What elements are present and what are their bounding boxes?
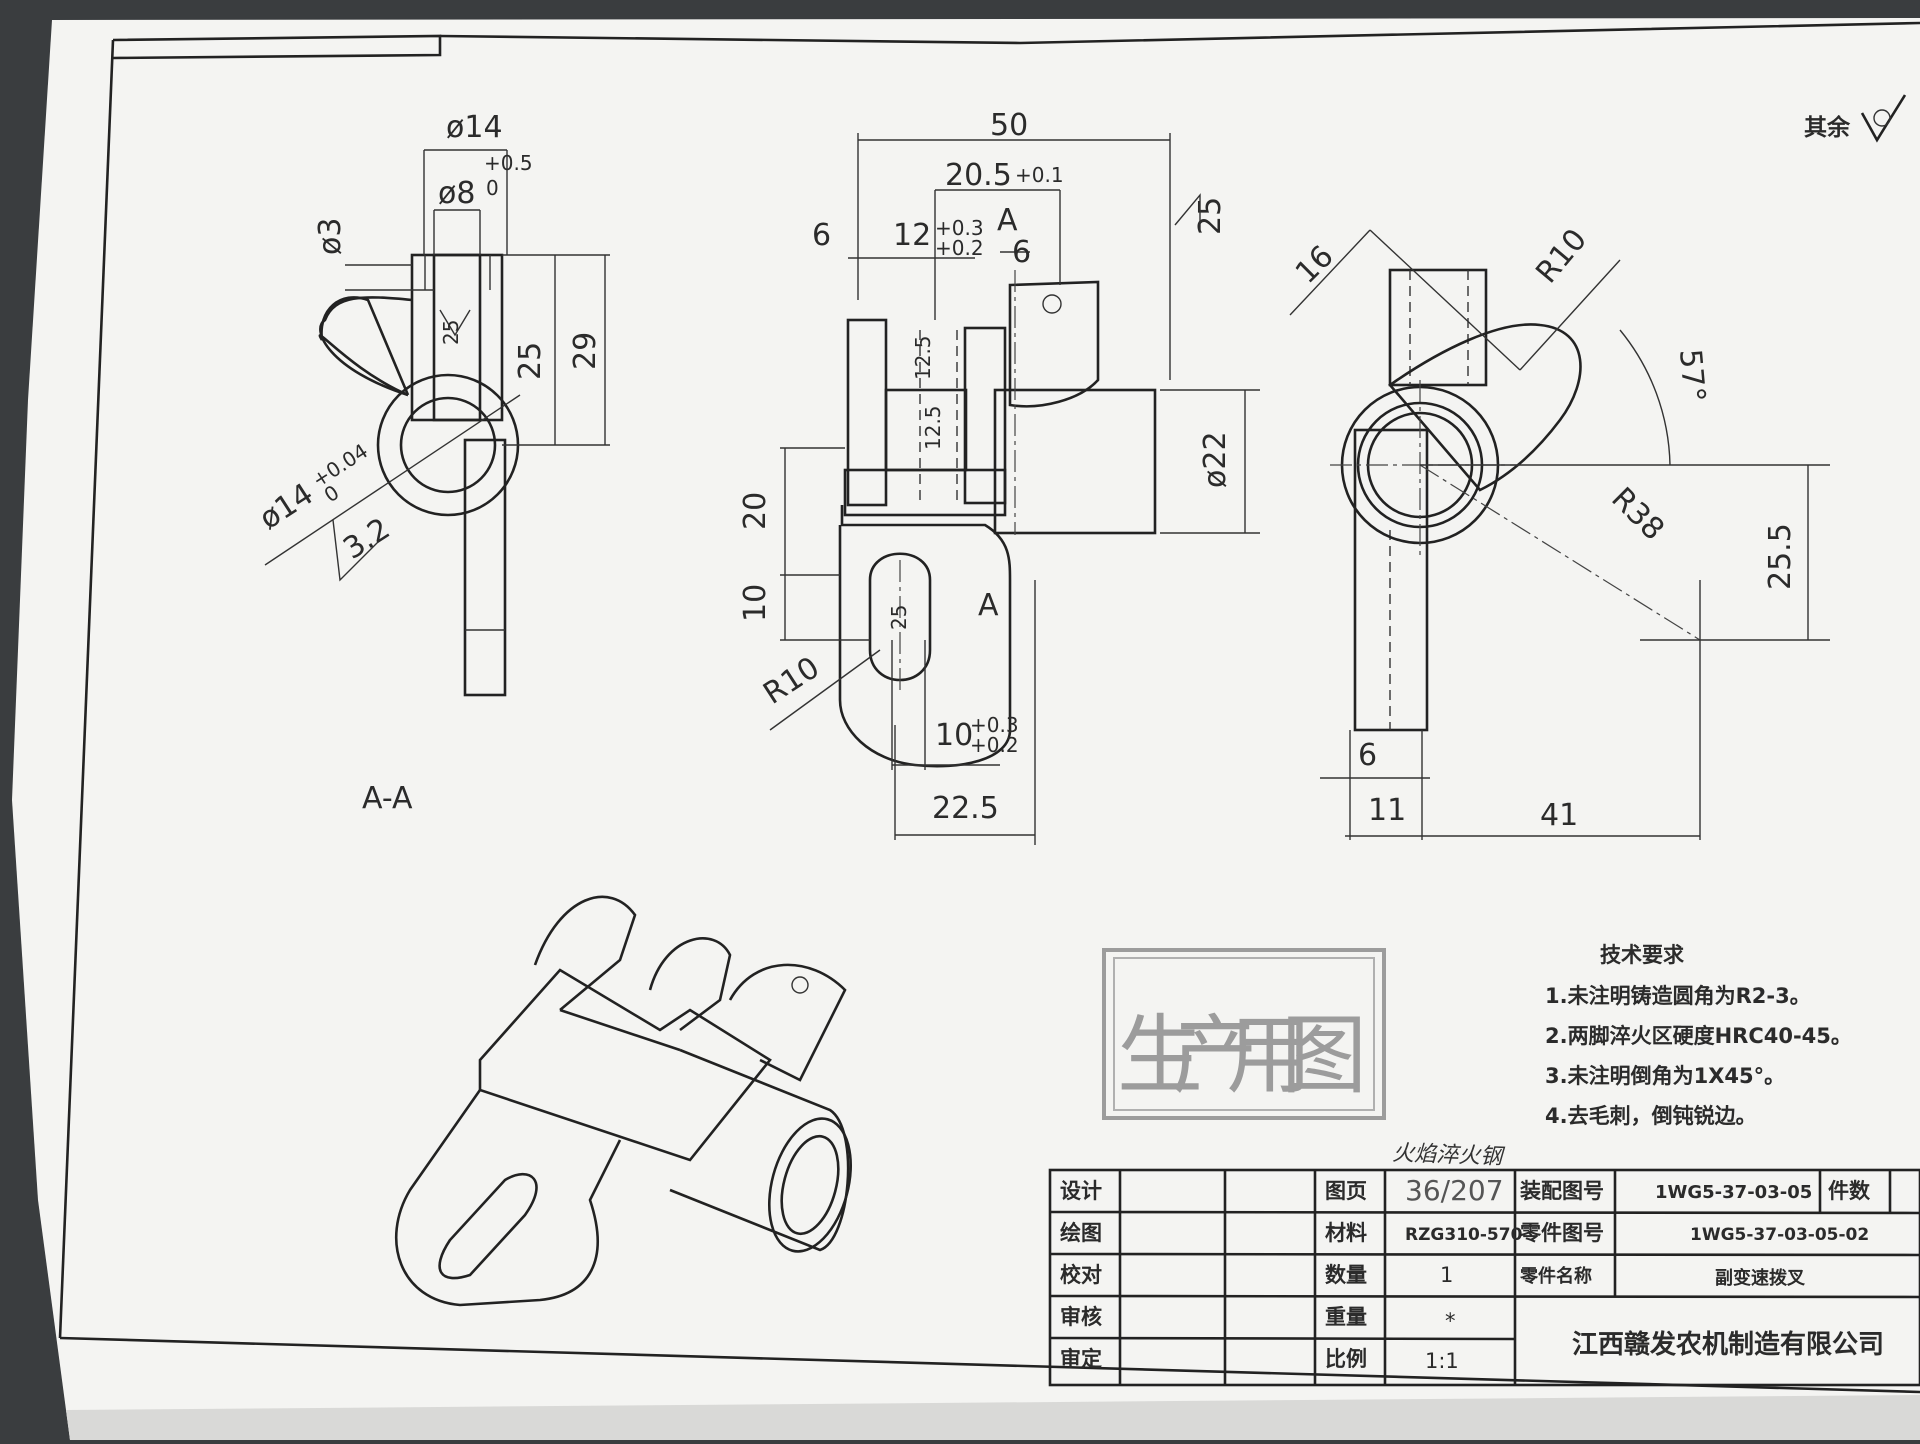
note-1: 1.未注明铸造圆角为R2-3。 (1545, 984, 1811, 1008)
part-name-label: 零件名称 (1519, 1265, 1592, 1287)
dim-w6-left: 6 (812, 218, 831, 253)
handwritten-note: 火焰淬火钢 (1392, 1141, 1506, 1170)
role-check: 校对 (1060, 1263, 1102, 1287)
role-review: 审核 (1060, 1305, 1102, 1329)
dim-h10: 10 (738, 584, 773, 622)
rough-25-slot: 25 (887, 605, 911, 630)
dim-w6-right: 6 (1012, 235, 1031, 270)
dim-w12: 12 (893, 218, 931, 253)
front-hub (993, 388, 1157, 535)
dim-w11: 11 (1368, 793, 1406, 828)
iso-hub-end (767, 1117, 853, 1253)
dim-ang57: 57° (1672, 348, 1712, 404)
dim-w20-5: 20.5 (945, 158, 1012, 193)
dim-w12-tol-lower: +0.2 (935, 236, 984, 260)
note-3: 3.未注明倒角为1X45°。 (1545, 1064, 1785, 1088)
front-base (843, 468, 1007, 517)
dim-w12-tol-upper: +0.3 (935, 216, 984, 240)
isometric-view (394, 895, 853, 1307)
role-design: 设计 (1060, 1179, 1102, 1203)
section-lower-arm (463, 438, 507, 697)
iso-body (478, 968, 772, 1162)
production-stamp: 生产用图 (1102, 948, 1386, 1120)
iso-pin-arm (728, 963, 847, 1082)
qty-label: 数量 (1325, 1263, 1367, 1287)
note-2: 2.两脚淬火区硬度HRC40-45。 (1545, 1024, 1852, 1048)
dim-h25: 25 (513, 342, 548, 380)
dim-w20-5-tol: +0.1 (1015, 163, 1064, 187)
paper-shadow (66, 1395, 1920, 1440)
dim-d14-top: ø14 (446, 110, 503, 145)
paper-sheet (12, 18, 1920, 1440)
weight-value: * (1445, 1309, 1456, 1333)
section-hub-bore (399, 396, 497, 494)
material-label: 材料 (1325, 1221, 1367, 1245)
section-label: A-A (362, 781, 413, 816)
iso-base-plate (394, 1089, 622, 1307)
page-value: 36/207 (1405, 1174, 1504, 1207)
part-name-value: 副变速拨叉 (1715, 1267, 1806, 1289)
count-label: 件数 (1828, 1179, 1871, 1203)
page-label: 图页 (1325, 1179, 1367, 1203)
dim-d8-tol-upper: +0.5 (484, 151, 533, 175)
rough-12-5-b: 12.5 (921, 405, 945, 450)
side-plate-leg (1353, 428, 1429, 732)
dim-h25-5: 25.5 (1763, 523, 1798, 590)
dim-w50: 50 (990, 108, 1028, 143)
drawing-frame (58, 21, 1920, 1394)
rough-25-section: 25 (439, 320, 463, 345)
dim-h29: 29 (568, 332, 603, 370)
title-block: 设计 绘图 校对 审核 审定 图页 36/207 装配图号 1WG5-37-03… (1048, 1168, 1920, 1387)
surface-roughness-general: 其余 (1804, 94, 1907, 143)
scale-value: 1:1 (1425, 1349, 1459, 1373)
qty-value: 1 (1440, 1263, 1453, 1287)
iso-pin-hole (791, 976, 809, 994)
notes-title: 技术要求 (1600, 943, 1684, 967)
dim-h20: 20 (738, 492, 773, 530)
front-pin-hole (1042, 294, 1062, 314)
side-fork-top (1388, 268, 1488, 387)
surface-note-label: 其余 (1804, 114, 1851, 141)
stamp-text: 生产用图 (1117, 1006, 1367, 1106)
part-no-value: 1WG5-37-03-05-02 (1690, 1225, 1869, 1245)
assembly-label: 装配图号 (1520, 1179, 1604, 1203)
iso-prong-left (533, 895, 637, 1011)
company-name: 江西赣发农机制造有限公司 (1572, 1329, 1884, 1360)
material-value: RZG310-570 (1405, 1225, 1523, 1245)
assembly-value: 1WG5-37-03-05 (1655, 1182, 1812, 1203)
note-4: 4.去毛刺，倒钝锐边。 (1545, 1104, 1757, 1128)
dim-w10: 10 (935, 718, 973, 753)
dim-w6-side: 6 (1358, 738, 1377, 773)
scale-label: 比例 (1325, 1347, 1367, 1371)
role-approve: 审定 (1060, 1347, 1102, 1371)
section-view-a-a: ø14 ø8 +0.5 0 ø3 25 29 25 ø14 +0.04 0 3.… (253, 110, 610, 816)
iso-slot (438, 1173, 538, 1280)
dim-d22: ø22 (1198, 431, 1233, 488)
role-draw: 绘图 (1060, 1221, 1102, 1245)
dim-w22-5: 22.5 (932, 791, 999, 826)
dim-d8-tol-lower: 0 (486, 176, 499, 200)
section-mark-bottom: A (978, 588, 999, 623)
part-no-label: 零件图号 (1519, 1221, 1604, 1245)
front-slot (868, 552, 932, 682)
side-arm (1388, 323, 1582, 492)
technical-requirements: 技术要求 1.未注明铸造圆角为R2-3。 2.两脚淬火区硬度HRC40-45。 … (1545, 943, 1852, 1128)
rough-25-top: 25 (1193, 197, 1228, 235)
iso-hub-cylinder (669, 1048, 850, 1252)
dim-d3: ø3 (313, 218, 348, 255)
dim-w41: 41 (1540, 798, 1578, 833)
iso-prong-mid (648, 937, 732, 1032)
front-view: 50 20.5 +0.1 6 12 +0.3 +0.2 6 A 25 12.5 … (738, 108, 1260, 845)
dim-w10-tol-upper: +0.3 (970, 713, 1019, 737)
rough-12-5-a: 12.5 (911, 335, 935, 380)
section-mark-top: A (997, 203, 1018, 238)
surface-symbol-circle (1873, 109, 1891, 127)
front-plate (838, 505, 1012, 768)
iso-hub-bore (780, 1134, 840, 1236)
dim-d8: ø8 (438, 176, 475, 211)
dim-w10-tol-lower: +0.2 (970, 733, 1019, 757)
weight-label: 重量 (1325, 1305, 1367, 1329)
